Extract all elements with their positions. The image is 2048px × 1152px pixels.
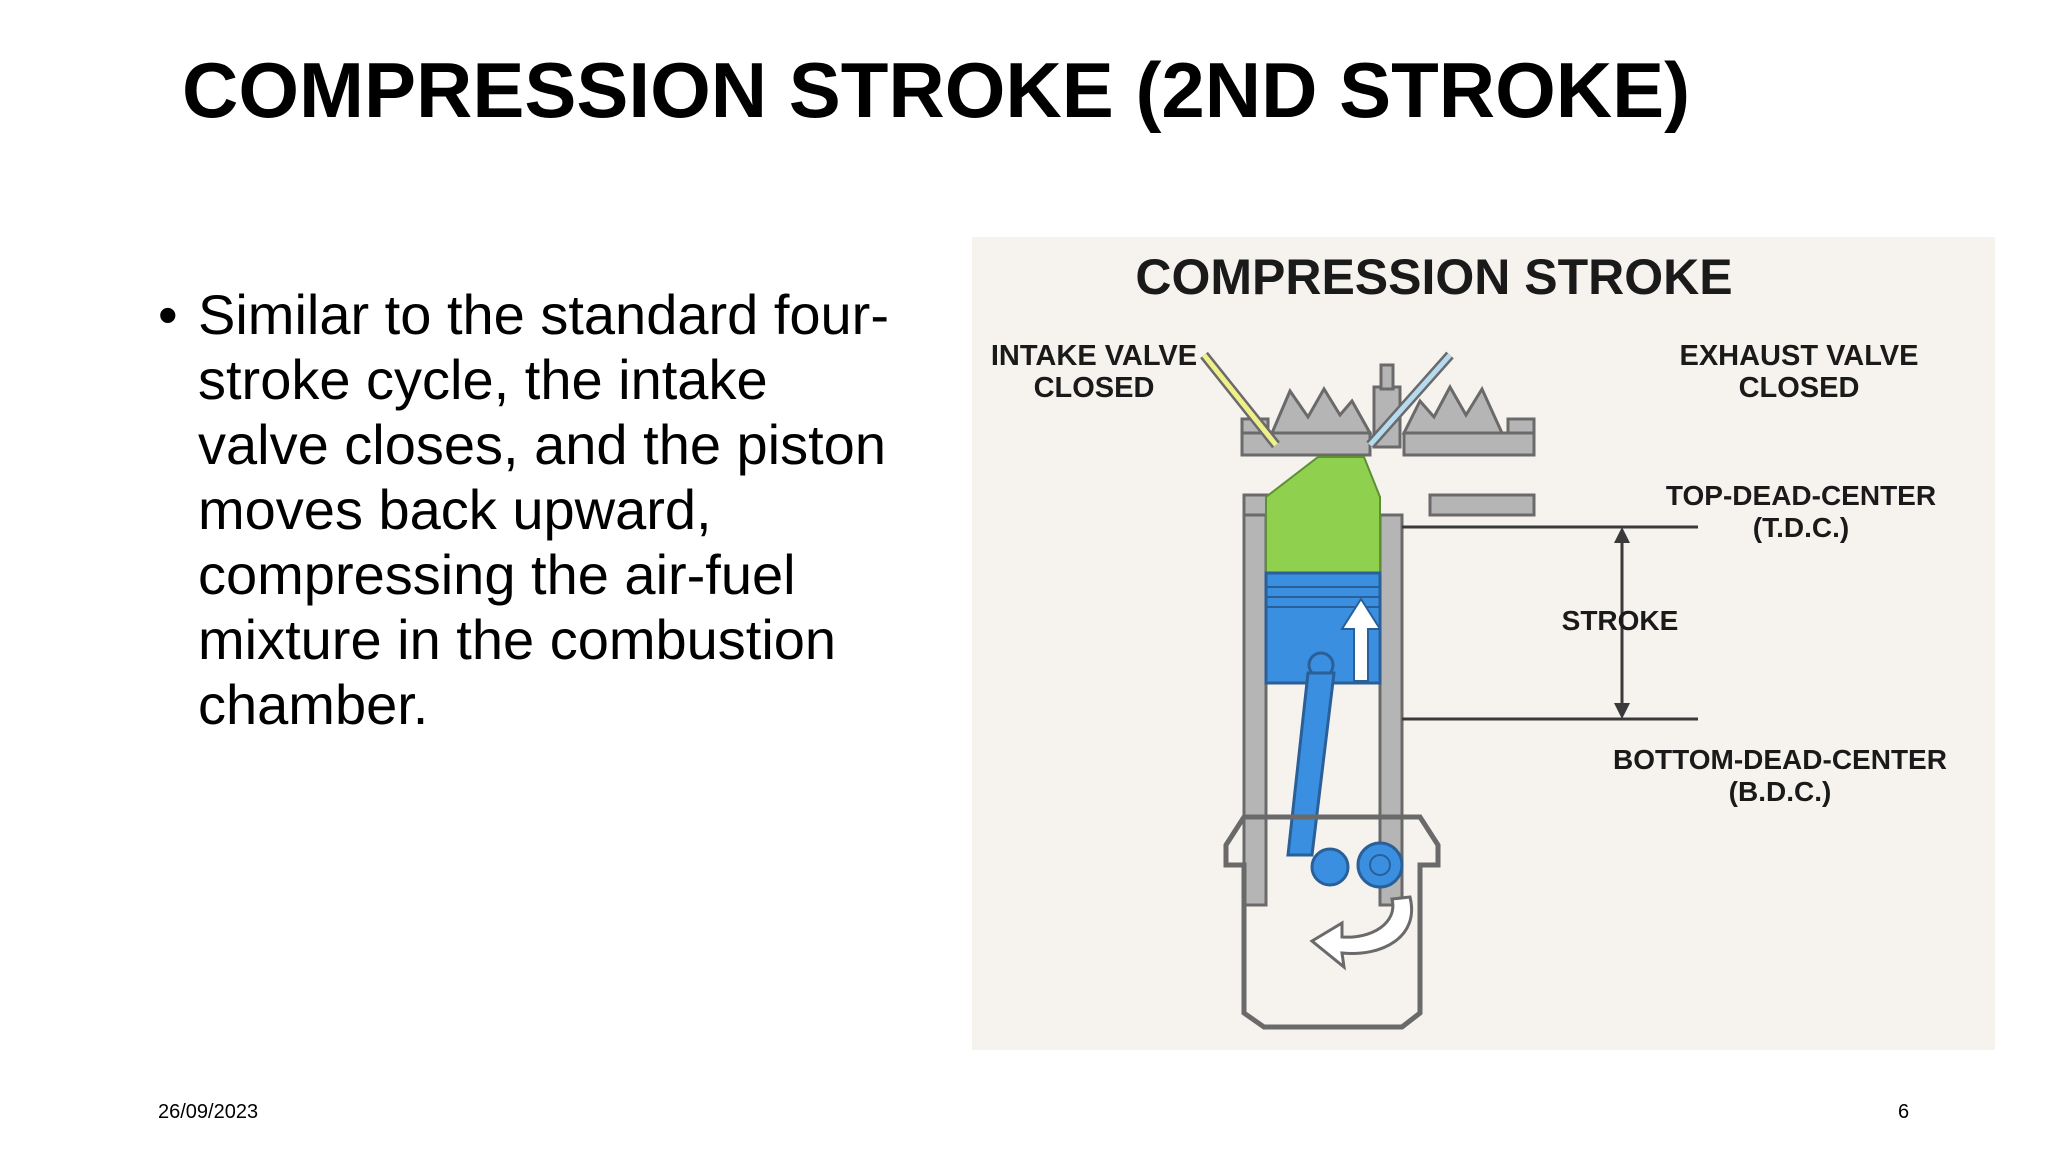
intake-label-line1: INTAKE VALVE [991, 340, 1197, 372]
footer-date: 26/09/2023 [158, 1101, 259, 1123]
head-fins [1269, 383, 1505, 435]
bullet-marker: • [158, 283, 178, 346]
diagram-title: COMPRESSION STROKE [1135, 249, 1732, 305]
bullet-line: valve closes, and the piston [198, 413, 886, 476]
exhaust-label-line2: CLOSED [1739, 372, 1860, 404]
tdc-label-line2: (T.D.C.) [1753, 512, 1849, 543]
intake-valve-stem-inner [1202, 353, 1278, 447]
bullet-line: chamber. [198, 673, 429, 736]
slide-title: COMPRESSION STROKE (2ND STROKE) [182, 46, 1691, 134]
cylinder-wall-right [1378, 513, 1404, 907]
spark-plug-tip [1379, 363, 1395, 391]
bullet-line: Similar to the standard four- [198, 283, 889, 346]
connecting-rod [1286, 671, 1336, 857]
upward-arrow [1340, 597, 1382, 682]
bullet-line: compressing the air-fuel [198, 543, 796, 606]
page-number: 6 [1898, 1101, 1910, 1123]
stroke-label: STROKE [1562, 605, 1679, 636]
engine-diagram: COMPRESSION STROKE INTAKE VALVE CLOSED E… [972, 237, 1995, 1050]
exhaust-valve-stem-inner [1368, 353, 1452, 447]
head-lower-right [1428, 493, 1536, 517]
intake-label-line2: CLOSED [1034, 372, 1155, 404]
compressed-mixture [1265, 456, 1381, 574]
bullet-line: mixture in the combustion [198, 608, 837, 671]
bdc-label-line1: BOTTOM-DEAD-CENTER [1613, 744, 1947, 775]
bullet-list: • Similar to the standard four- stroke c… [158, 282, 958, 737]
exhaust-label-line1: EXHAUST VALVE [1679, 340, 1918, 372]
bullet-text: Similar to the standard four- stroke cyc… [198, 282, 958, 737]
engine-diagram-svg: COMPRESSION STROKE INTAKE VALVE CLOSED E… [991, 249, 1947, 1030]
tdc-label-line1: TOP-DEAD-CENTER [1666, 480, 1936, 511]
stroke-arrow-bottom [1614, 703, 1630, 719]
bdc-label-line2: (B.D.C.) [1729, 776, 1832, 807]
cylinder-wall-left [1242, 513, 1268, 907]
bullet-line: stroke cycle, the intake [198, 348, 768, 411]
crankcase [1223, 814, 1441, 1030]
rotation-arrow [1309, 895, 1414, 971]
crank-center [1369, 854, 1391, 876]
head-top-left [1240, 431, 1372, 457]
stroke-arrow-top [1614, 527, 1630, 543]
crank-journal-right [1310, 847, 1350, 887]
head-top-right [1402, 431, 1536, 457]
bullet-line: moves back upward, [198, 478, 712, 541]
